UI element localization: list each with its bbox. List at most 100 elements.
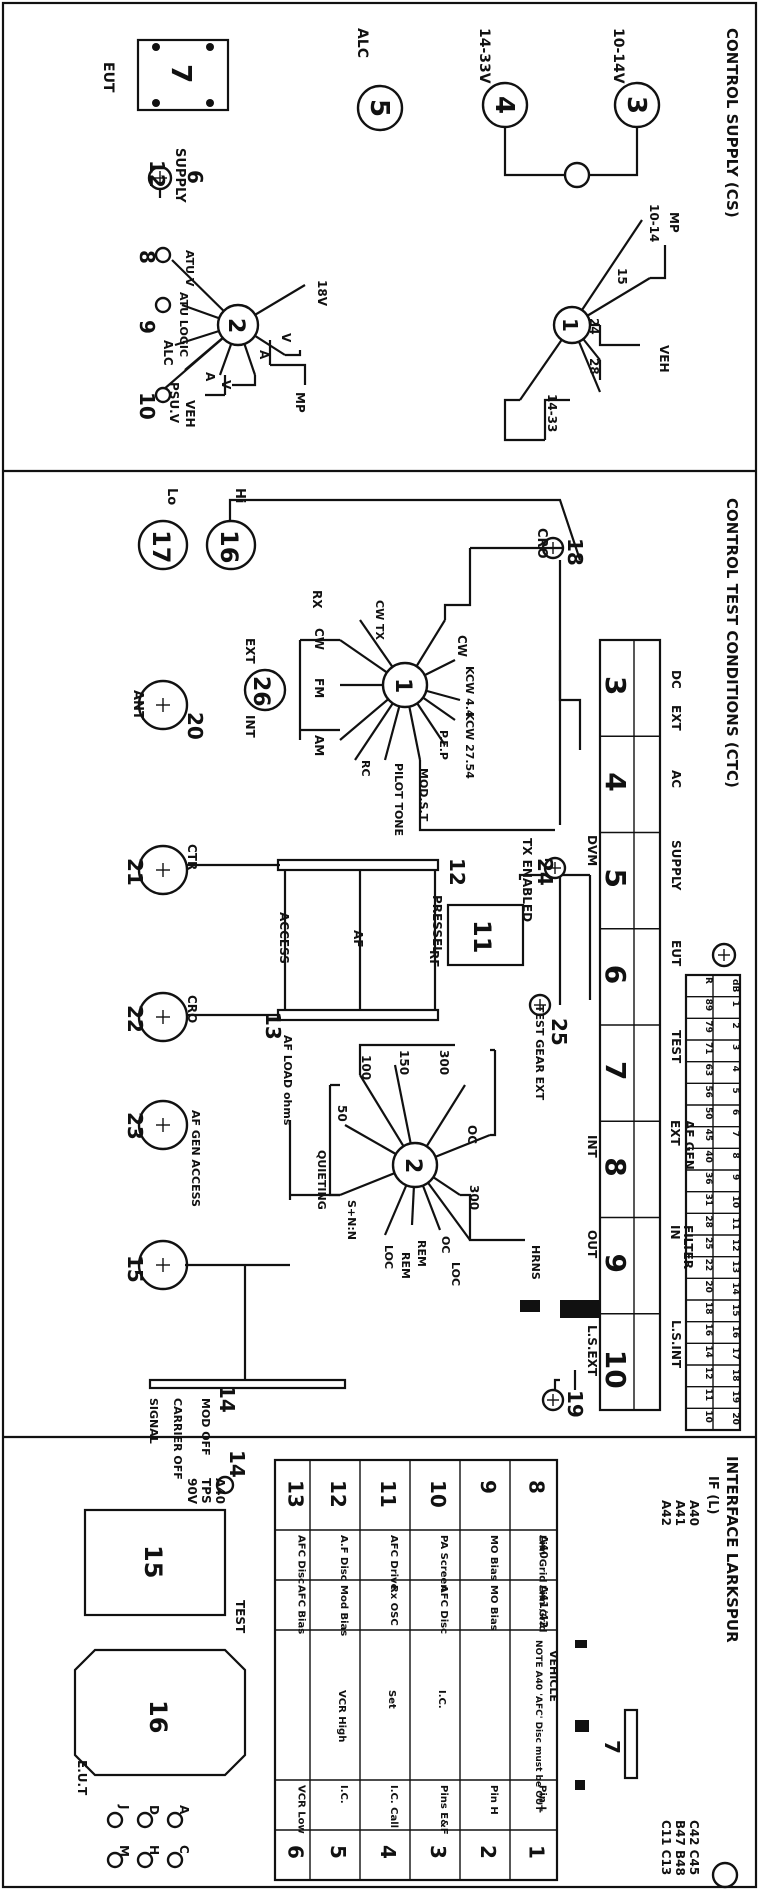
c24-label: TX ENABLED — [520, 838, 534, 922]
cs-sw2-lbl: VEH — [183, 400, 197, 428]
ctc-sw2-lbl: 50 — [335, 1105, 349, 1122]
eut-pin — [206, 43, 214, 51]
r-cell: 36 — [703, 1172, 713, 1185]
c3-num: 3 — [621, 96, 651, 114]
pressel-box[interactable] — [446, 903, 525, 967]
conn-label: M — [117, 1845, 131, 1857]
ic7-num: 7 — [600, 1740, 624, 1754]
hi-socket[interactable] — [205, 519, 257, 571]
iface-cell: MO Bias — [488, 1535, 499, 1581]
r-cell: 79 — [703, 1020, 713, 1033]
key-label: OUT — [585, 1230, 599, 1259]
vehicle-cell: VCR Low — [296, 1785, 307, 1834]
db-cell: 17 — [730, 1347, 740, 1360]
eut-pin-C[interactable] — [166, 1851, 184, 1869]
ctc-sw2-num: 2 — [400, 1158, 425, 1173]
vehicle-right-num: 1 — [525, 1845, 549, 1859]
c17-label: Lo — [164, 488, 179, 505]
eut-pin-M[interactable] — [106, 1851, 124, 1869]
wire-hi — [228, 498, 582, 561]
int-ext-socket[interactable] — [243, 668, 287, 712]
ctc-sw2-lbl: OC — [465, 1125, 479, 1144]
eut-pin-H[interactable] — [136, 1851, 154, 1869]
eut-label: EUT — [100, 62, 116, 93]
v90-label: 90V — [185, 1478, 199, 1505]
interface-subtitle: IF (L) — [705, 1476, 720, 1514]
access-top-num: 12 — [445, 858, 469, 886]
supply-label: SUPPLY — [172, 148, 187, 203]
ctc-sw2-lbl: S+N:N — [345, 1200, 358, 1240]
key-cap[interactable] — [520, 1300, 540, 1312]
switch-14-bar[interactable] — [148, 1378, 347, 1390]
ctc-sw1-lbl: CW — [455, 635, 469, 657]
eut-pin-J[interactable] — [106, 1811, 124, 1829]
db-cell: 14 — [730, 1282, 740, 1295]
a-label: A42 — [659, 1500, 673, 1526]
ctc-sw1-lbl: KCW 4.4 — [463, 666, 476, 718]
key-number: 8 — [599, 1157, 632, 1176]
eut-pin — [152, 99, 160, 107]
r-cell: 25 — [703, 1237, 713, 1250]
key-label: L.S.INT — [669, 1320, 683, 1369]
terminal-atu-logic[interactable] — [154, 296, 172, 314]
key-label: INT — [585, 1135, 599, 1159]
ctc-sw1-lbl: AM — [312, 735, 326, 756]
key-cap[interactable] — [560, 1300, 600, 1318]
lo-socket[interactable] — [137, 519, 189, 571]
c16-label: Hi — [232, 488, 247, 503]
eut-pin-D[interactable] — [136, 1811, 154, 1829]
key-number: 6 — [599, 965, 632, 984]
cs-rotary-switch-1[interactable] — [503, 219, 667, 442]
key-label: DC — [669, 670, 683, 689]
key-label: AC — [669, 770, 683, 788]
eut-pin — [206, 99, 214, 107]
terminal-atu-v[interactable] — [154, 246, 172, 264]
alc-circle[interactable] — [356, 84, 404, 132]
ctc-sw2-lbl: REM — [415, 1240, 428, 1267]
plug — [575, 1720, 589, 1732]
iface-cell: PA Screen — [438, 1535, 449, 1591]
db-cell: 10 — [730, 1196, 740, 1209]
terminal-alc[interactable] — [154, 386, 172, 404]
cs-title: CONTROL SUPPLY (CS) — [723, 28, 741, 218]
iface-left-num: 12 — [326, 1480, 350, 1508]
c20-label: ANT — [130, 690, 145, 720]
r-cell: 16 — [703, 1324, 713, 1337]
db-cell: 15 — [730, 1304, 740, 1317]
pins-right: B47 B48 — [673, 1820, 687, 1876]
ctc-mode-switch-1[interactable] — [298, 546, 563, 832]
db-cell: 18 — [730, 1369, 740, 1382]
ctc-af-load-switch-2[interactable] — [288, 1043, 525, 1242]
cs-rotary-switch-2[interactable] — [162, 259, 307, 397]
iface-cell: AFC Disc — [438, 1585, 449, 1634]
conn-label: H — [147, 1845, 161, 1855]
ctc-sw1-lbl: RC — [359, 760, 372, 777]
c17-num: 17 — [147, 530, 175, 563]
cs-sw1-lbl: 24 — [587, 318, 601, 335]
r-cell: 50 — [703, 1107, 713, 1120]
vehicle-cell: I.C. Call — [388, 1785, 399, 1828]
key-label: EUT — [669, 940, 683, 967]
vehicle-cell: Pin H — [488, 1785, 499, 1815]
test-num: 15 — [139, 1545, 167, 1578]
eut-box — [73, 1648, 247, 1777]
db-cell: 3 — [730, 1044, 740, 1050]
eut-pin-A[interactable] — [166, 1811, 184, 1829]
iface-left-num: 10 — [426, 1480, 450, 1508]
iface-cell: AFC Disc — [296, 1535, 307, 1584]
a-label: A40 — [687, 1500, 701, 1526]
cs-sw1-lbl: VEH — [657, 345, 671, 373]
wire — [518, 873, 592, 1000]
key-number: 4 — [599, 772, 632, 791]
c23-label: AF GEN ACCESS — [189, 1110, 202, 1207]
a40-terminal[interactable] — [215, 1475, 235, 1495]
pressel-num: 11 — [468, 920, 496, 953]
iface-left-num: 13 — [284, 1480, 308, 1508]
cs-sw1-lbl: 15 — [615, 268, 629, 285]
db-cell: 13 — [730, 1261, 740, 1274]
r-cell: 71 — [703, 1042, 713, 1055]
key-label: SUPPLY — [669, 840, 683, 891]
